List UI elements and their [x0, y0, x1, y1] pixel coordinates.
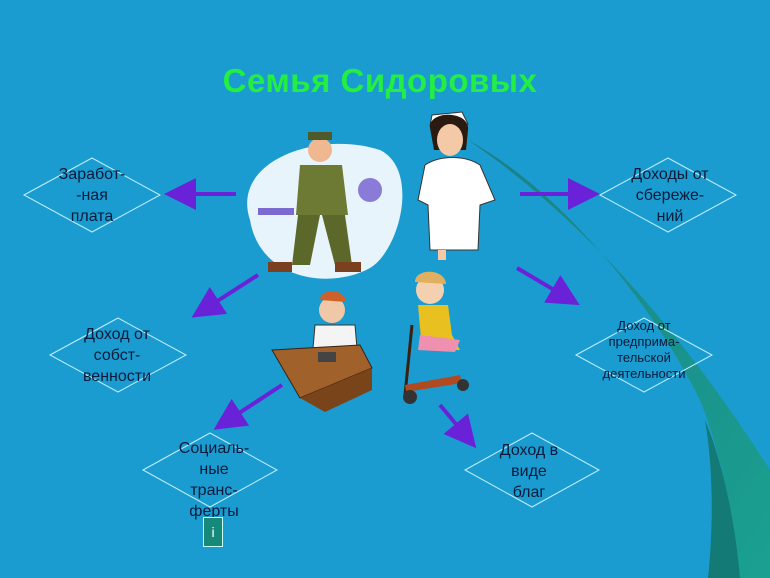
worker-illustration — [247, 132, 403, 279]
info-icon[interactable]: i — [203, 517, 223, 547]
arrow-goods — [438, 403, 477, 449]
diamond-goods — [463, 432, 601, 508]
node-business: Доход от предприма- тельской деятельност… — [602, 318, 686, 381]
node-transfers: Социаль- ные транс- ферты — [178, 440, 250, 520]
diamonds — [22, 157, 738, 508]
nurse-illustration — [417, 111, 496, 260]
arrow-business — [515, 266, 580, 306]
node-wages: Заработ- -ная плата — [58, 166, 126, 225]
decorative-band — [705, 420, 740, 578]
decorative-swoosh — [468, 140, 770, 578]
node-goods: Доход в виде благ — [499, 442, 559, 501]
diamond-wages — [22, 157, 162, 233]
node-property: Доход от собст- венности — [82, 326, 152, 385]
desk-worker-illustration — [271, 291, 373, 412]
slide-title: Семья Сидоровых — [222, 62, 538, 99]
diamond-savings — [598, 157, 738, 233]
diamond-transfers — [141, 432, 279, 508]
diamond-property — [48, 317, 188, 393]
arrow-transfers — [213, 383, 284, 430]
arrow-property — [191, 273, 260, 318]
child-illustration — [403, 271, 469, 404]
node-savings: Доходы от сбереже- ний — [631, 166, 709, 225]
diamond-business — [574, 317, 714, 393]
